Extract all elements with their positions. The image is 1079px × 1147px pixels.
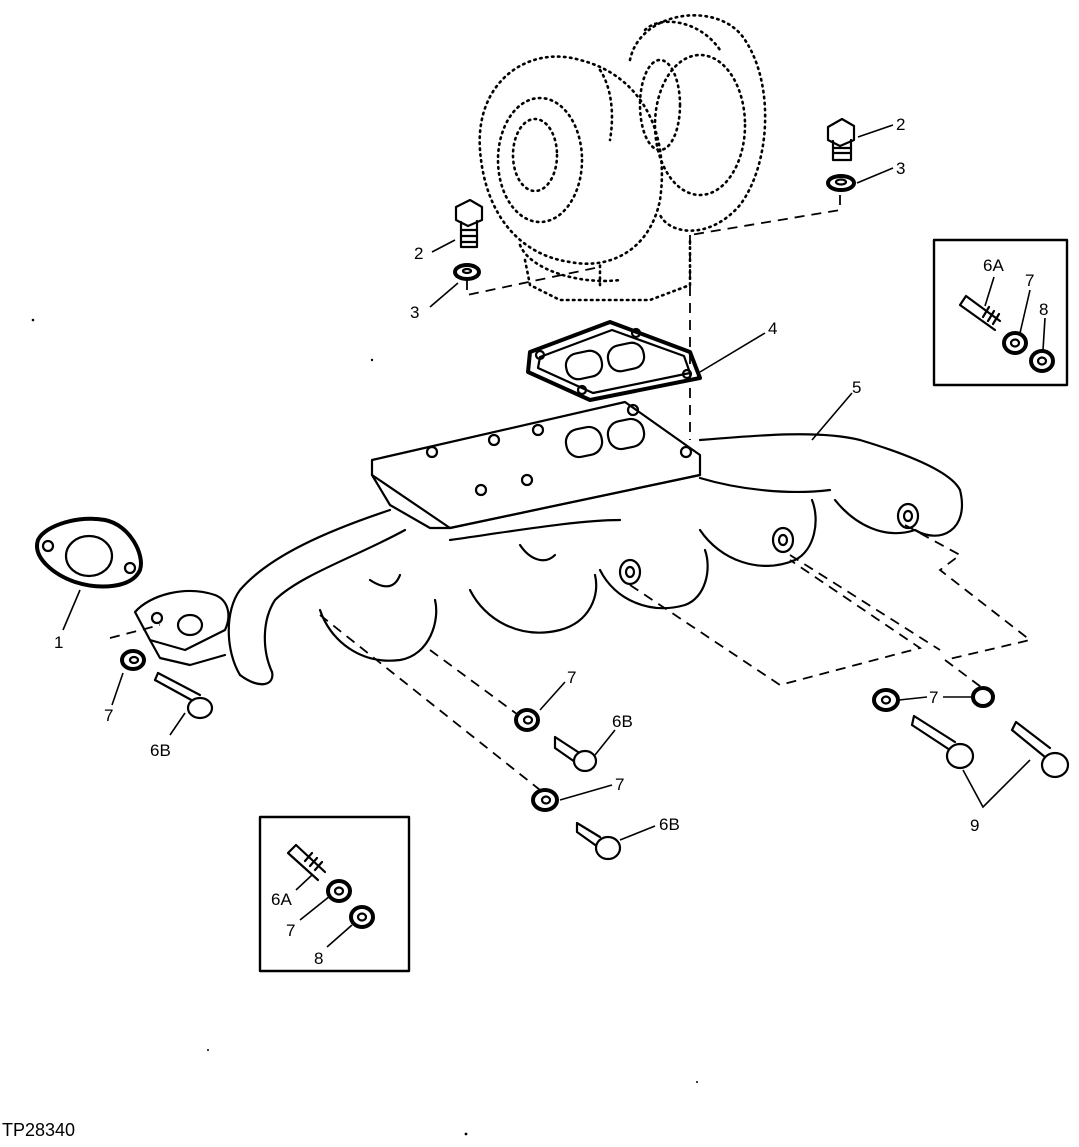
callout-7-left: 7 (104, 706, 113, 725)
nut-8-inset-lower (349, 905, 375, 929)
inset-tr-8: 8 (1039, 300, 1048, 319)
inset-top-right: 6A 7 8 (932, 238, 1069, 387)
stud-6a-lower (286, 843, 327, 882)
figure-id: TP28340 (2, 1120, 75, 1140)
washer-7-mid-upper (514, 708, 540, 732)
callout-7-right: 7 (929, 688, 938, 707)
bolt-9-right (1010, 720, 1070, 779)
inset-bl-8: 8 (314, 949, 323, 968)
bolt-6b-mid-upper (553, 735, 598, 773)
callout-7-mid-lower: 7 (615, 775, 624, 794)
inset-bottom-left: 6A 7 8 (258, 815, 411, 973)
callout-6b-mid-upper: 6B (612, 712, 633, 731)
washer-7-left (120, 649, 146, 671)
callout-2-left: 2 (414, 244, 423, 263)
gasket-4 (526, 320, 702, 402)
callout-7-mid-upper: 7 (567, 668, 576, 687)
inset-bl-6a: 6A (271, 890, 292, 909)
nut-right (971, 686, 995, 708)
callout-4: 4 (768, 319, 777, 338)
inset-tr-7: 7 (1025, 271, 1034, 290)
callout-labels: 2 3 2 3 4 5 1 7 6B 7 6B 7 6B 7 9 (54, 115, 979, 835)
gasket-1 (35, 516, 143, 589)
washer-7-inset-lower (326, 879, 352, 903)
washer-7-mid-lower (531, 788, 559, 812)
bolt-2-right (826, 117, 856, 162)
callout-9: 9 (970, 816, 979, 835)
bolt-2-left (454, 198, 484, 249)
callout-3-right: 3 (896, 159, 905, 178)
scan-specks (31, 318, 698, 1136)
bolt-9-left (910, 714, 975, 770)
leader-lines (62, 124, 1031, 841)
inset-bl-7: 7 (286, 921, 295, 940)
turbocharger-outline (478, 14, 767, 302)
callout-1: 1 (54, 633, 63, 652)
washer-7-inset (1002, 331, 1028, 355)
washer-3-left (453, 263, 481, 281)
nut-8-inset (1029, 349, 1055, 373)
assembly-lines (109, 195, 1033, 791)
stud-6a (958, 294, 1002, 332)
exhaust-manifold-5 (133, 400, 963, 686)
inset-tr-6a: 6A (983, 256, 1004, 275)
callout-5: 5 (852, 378, 861, 397)
bolt-6b-left (153, 671, 214, 720)
washer-3-right (826, 174, 856, 192)
washer-7-right-a (872, 688, 900, 712)
callout-2-right: 2 (896, 115, 905, 134)
callout-6b-left: 6B (150, 741, 171, 760)
callout-3-left: 3 (410, 303, 419, 322)
callout-6b-mid-lower: 6B (659, 815, 680, 834)
bolt-6b-mid-lower (575, 821, 622, 861)
